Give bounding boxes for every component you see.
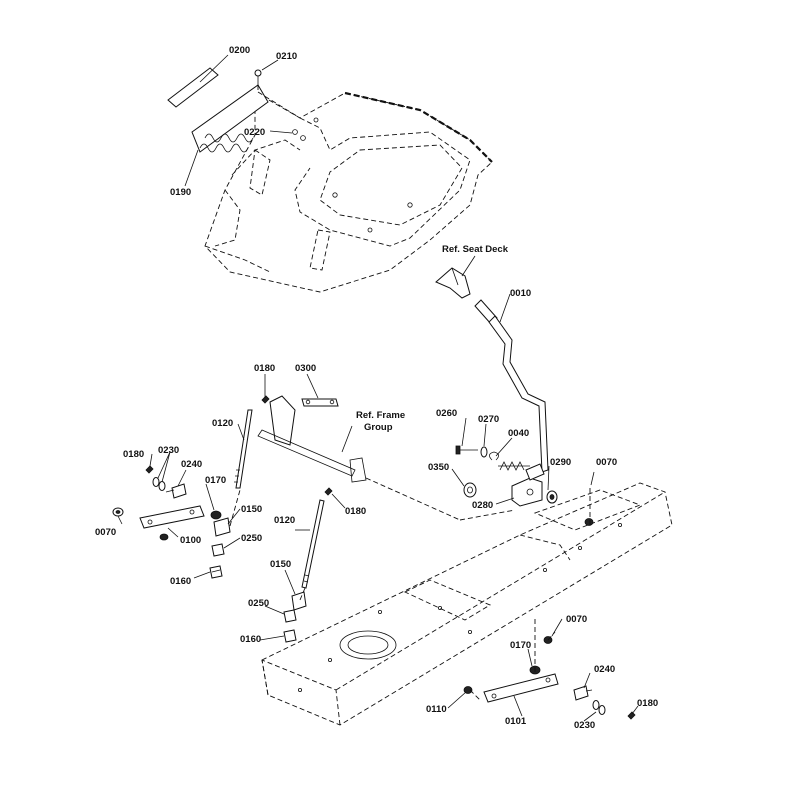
label-0070-right-top: 0070: [596, 457, 617, 468]
label-0180-right: 0180: [637, 698, 658, 709]
bolt-0240-right: [573, 685, 593, 701]
label-0190: 0190: [170, 187, 191, 198]
label-0180-top: 0180: [254, 363, 275, 374]
label-0280: 0280: [472, 500, 493, 511]
label-0040: 0040: [508, 428, 529, 439]
label-0270: 0270: [478, 414, 499, 425]
leader-lines: [117, 54, 639, 722]
label-0220: 0220: [244, 127, 265, 138]
bushing-0350: [463, 482, 477, 498]
label-0070-right-lower: 0070: [566, 614, 587, 625]
spring-0040: [489, 451, 499, 461]
ref-seat-deck: Ref. Seat Deck: [442, 244, 509, 255]
rod-0120-middle: [301, 499, 325, 589]
label-0160-left: 0160: [170, 576, 191, 587]
decal-strip-0200: [167, 67, 219, 108]
label-0150-middle: 0150: [270, 559, 291, 570]
nut-0070-right-top: [584, 518, 594, 526]
bushing-0250-left: [211, 543, 225, 557]
screw-0210: [254, 69, 262, 85]
label-0110: 0110: [426, 704, 447, 715]
cotter-pin-0180-left: [145, 465, 154, 474]
label-0230-right: 0230: [574, 720, 595, 731]
label-0240-right: 0240: [594, 664, 615, 675]
label-0300: 0300: [295, 363, 316, 374]
cotter-pin-0180-top: [261, 395, 270, 404]
assembly-lines: [229, 477, 591, 701]
nut-0170-left: [210, 510, 222, 520]
callout-labels: 0200 0210 0220 0190 Ref. Seat Deck 0010 …: [95, 45, 658, 731]
label-0120-middle: 0120: [274, 515, 295, 526]
label-0120-left: 0120: [212, 418, 233, 429]
bolt-0240-left: [165, 483, 187, 499]
label-0180-left: 0180: [123, 449, 144, 460]
label-0101: 0101: [505, 716, 527, 727]
label-0250-middle: 0250: [248, 598, 269, 609]
frame: [261, 482, 673, 726]
linkage-shaft: [257, 395, 367, 483]
label-0230-left: 0230: [158, 445, 179, 456]
washer-0230-right: [592, 700, 606, 715]
block-0150-middle: [291, 591, 307, 611]
spring-coil: [498, 461, 530, 471]
shift-pattern-decal-0190: [191, 84, 269, 153]
seat-deck-bracket: [435, 267, 471, 299]
bracket-0100: [139, 505, 205, 529]
block-0150-left: [213, 517, 231, 537]
rod-0120-left: [234, 409, 253, 489]
nut-0160-middle: [283, 629, 297, 643]
label-0350: 0350: [428, 462, 449, 473]
label-0150-left: 0150: [241, 504, 262, 515]
label-0260: 0260: [436, 408, 457, 419]
label-0070-left: 0070: [95, 527, 116, 538]
label-0210: 0210: [276, 51, 297, 62]
ref-frame-group-line2: Group: [364, 422, 393, 433]
nut-0160-left: [209, 565, 223, 579]
label-0170-left: 0170: [205, 475, 226, 486]
washer-0270: [480, 446, 488, 458]
bolt-0260: [455, 445, 478, 455]
link-0300: [301, 398, 339, 407]
label-0010: 0010: [510, 288, 531, 299]
bracket-0101: [483, 673, 559, 703]
label-0100: 0100: [180, 535, 201, 546]
bolt-0110: [463, 686, 473, 694]
label-0170-right: 0170: [510, 640, 531, 651]
bolt-0100-under: [159, 533, 169, 541]
label-0180-mid: 0180: [345, 506, 366, 517]
shift-lever-0010: [474, 299, 549, 473]
bolt-0070-left: [112, 507, 124, 517]
washer-0230-left: [152, 477, 166, 491]
label-0290: 0290: [550, 457, 571, 468]
label-0160-middle: 0160: [240, 634, 261, 645]
cotter-pin-0180-right: [627, 711, 636, 720]
fender-seat-deck: [204, 91, 493, 293]
label-0250-left: 0250: [241, 533, 262, 544]
ref-frame-group-line1: Ref. Frame: [356, 410, 405, 421]
nut-0290: [546, 490, 558, 504]
label-0240-left: 0240: [181, 459, 202, 470]
bracket-0280: [511, 463, 545, 507]
cotter-pin-0180-mid: [324, 487, 333, 496]
label-0200: 0200: [229, 45, 250, 56]
bushing-0250-middle: [283, 609, 297, 623]
